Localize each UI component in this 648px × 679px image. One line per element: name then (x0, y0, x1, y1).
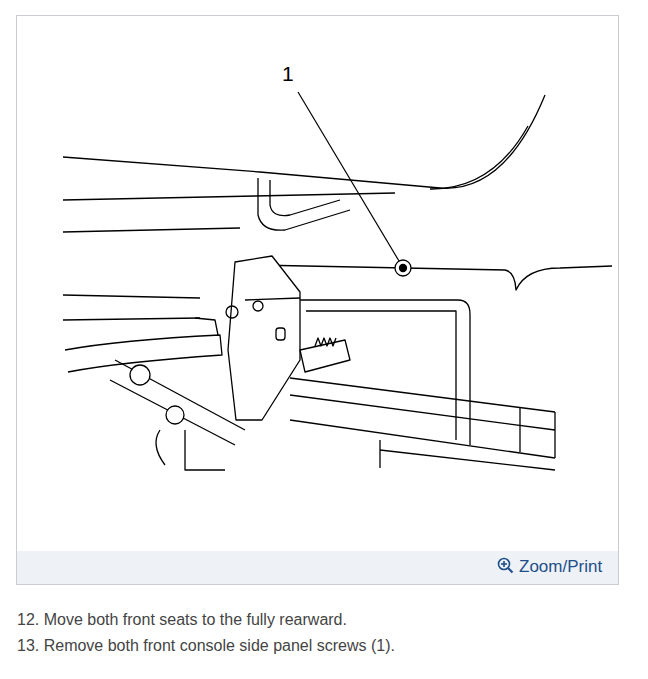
magnifier-icon (499, 559, 513, 573)
step-text: 13. Remove both front console side panel… (17, 637, 395, 655)
seat-and-console-drawing (63, 95, 612, 470)
figure-frame (17, 16, 619, 585)
callout-number: 1 (282, 62, 294, 86)
step-text: 12. Move both front seats to the fully r… (17, 611, 347, 629)
figure-toolbar (17, 551, 618, 584)
screw (395, 260, 411, 276)
link-text: Zoom/Print (519, 557, 602, 577)
leader-line (298, 92, 399, 261)
